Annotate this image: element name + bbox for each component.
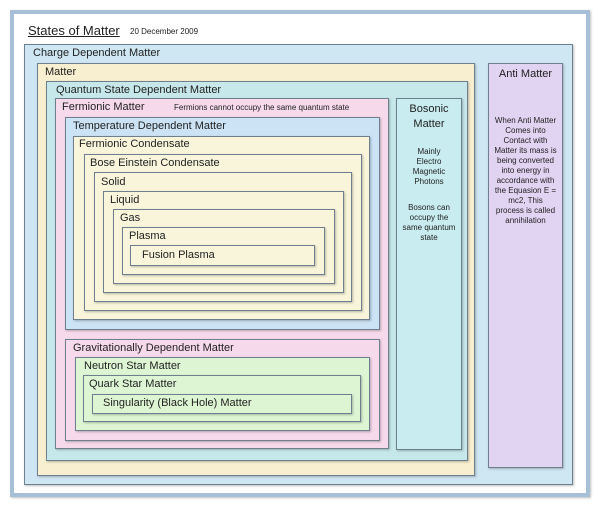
fermionic-matter-label: Fermionic Matter (62, 101, 145, 113)
diagram-date: 20 December 2009 (130, 27, 199, 36)
bosonic-note-quantum: Bosons can occupy the same quantum state (402, 203, 456, 242)
singularity-label: Singularity (Black Hole) Matter (103, 397, 252, 409)
bose-einstein-label: Bose Einstein Condensate (90, 157, 220, 169)
diagram-title: States of Matter (28, 23, 120, 38)
charge-dependent-label: Charge Dependent Matter (33, 47, 161, 59)
fermionic-condensate-label: Fermionic Condensate (79, 138, 190, 150)
bosonic-matter-title: Bosonic Matter (409, 103, 449, 130)
temperature-dependent-label: Temperature Dependent Matter (73, 120, 226, 132)
anti-matter-label: Anti Matter (488, 67, 563, 82)
bosonic-matter-label: Bosonic Matter (396, 102, 462, 132)
singularity-box (92, 394, 352, 414)
fermionic-note: Fermions cannot occupy the same quantum … (174, 103, 350, 112)
gas-label: Gas (120, 212, 141, 224)
neutron-star-label: Neutron Star Matter (84, 360, 181, 372)
plasma-label: Plasma (129, 230, 166, 242)
solid-label: Solid (101, 176, 126, 188)
bosonic-matter-box (396, 98, 462, 450)
anti-matter-note: When Anti Matter Comes into Contact with… (494, 116, 557, 225)
fusion-plasma-label: Fusion Plasma (142, 249, 215, 261)
liquid-label: Liquid (110, 194, 140, 206)
matter-label: Matter (45, 66, 77, 78)
bosonic-note-photons: Mainly Electro Magnetic Photons (412, 147, 446, 186)
quantum-state-label: Quantum State Dependent Matter (56, 84, 222, 96)
quark-star-label: Quark Star Matter (89, 378, 177, 390)
anti-matter-box (488, 63, 563, 468)
gravitational-label: Gravitationally Dependent Matter (73, 342, 234, 354)
anti-matter-title: Anti Matter (498, 68, 553, 80)
fusion-plasma-box (130, 245, 315, 266)
